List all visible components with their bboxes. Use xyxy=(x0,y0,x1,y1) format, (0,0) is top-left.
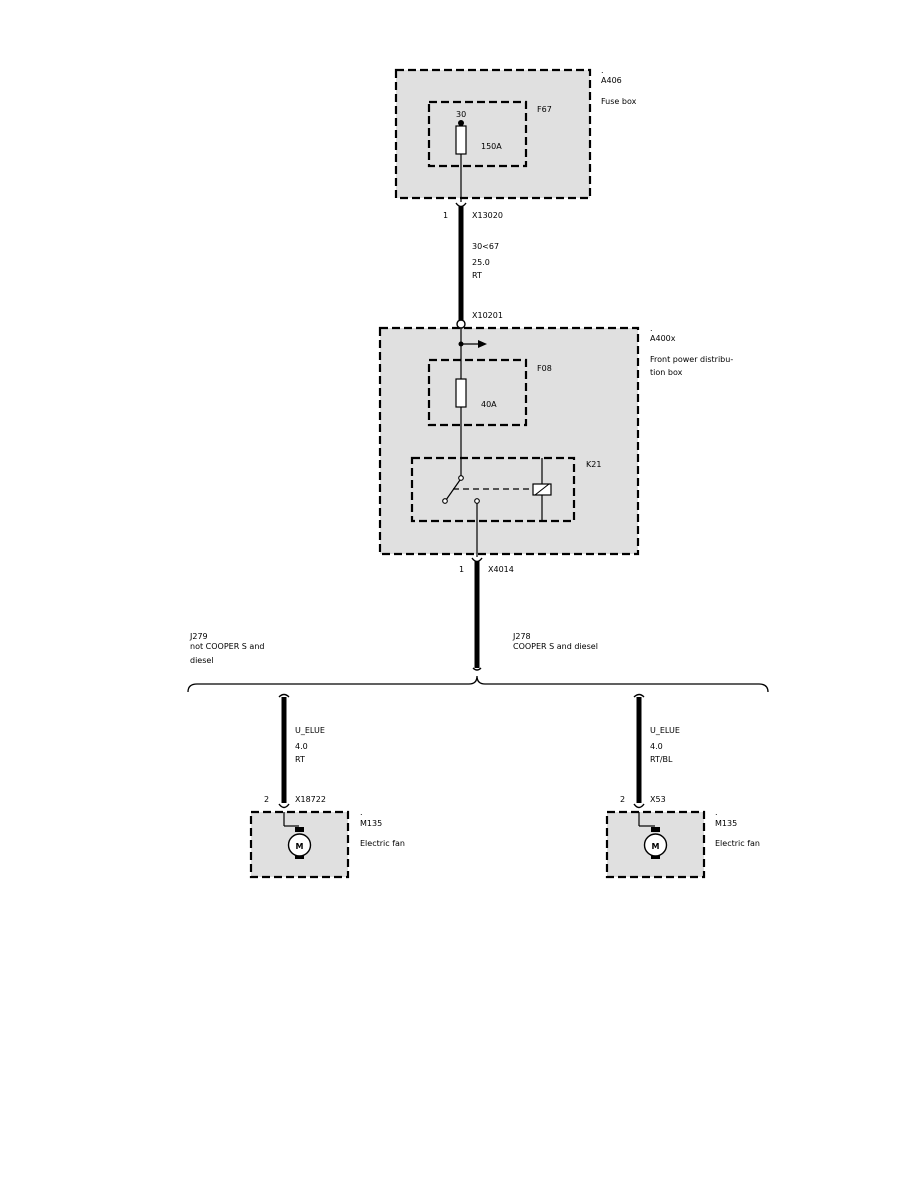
front-power-distribution-box xyxy=(378,326,640,557)
front-box-name-line1: Front power distribu- xyxy=(650,355,733,364)
connector-x4014-icon xyxy=(471,557,483,563)
left-wire-color: RT xyxy=(295,755,305,764)
relay-id: K21 xyxy=(586,460,601,469)
branch-left-id: J279 xyxy=(189,632,208,641)
branch-left-line2: diesel xyxy=(190,656,214,665)
relay-contact-top xyxy=(458,475,464,481)
right-connector-id: X53 xyxy=(650,795,666,804)
fuse-f08-icon xyxy=(455,378,467,408)
right-fan-name: Electric fan xyxy=(715,839,760,848)
connector-x18722-icon xyxy=(278,803,290,809)
main-wire-signal: 30<67 xyxy=(472,242,499,251)
fuse-f67-terminal: 30 xyxy=(456,110,466,119)
wire-break-icon xyxy=(472,667,482,671)
fuse-f08-id: F08 xyxy=(537,364,552,373)
relay-contact-right xyxy=(474,498,480,504)
relay-switch-arm xyxy=(445,479,461,501)
connector-top-id: X13020 xyxy=(472,211,503,220)
fuse-f67-rating: 150A xyxy=(481,142,502,151)
branch-brace xyxy=(187,675,769,693)
relay-contact-left xyxy=(442,498,448,504)
fuse-box-name: Fuse box xyxy=(601,97,637,106)
fuse-box-a406 xyxy=(394,68,592,202)
branch-right-line1: COOPER S and diesel xyxy=(513,642,598,651)
front-box-name-line2: tion box xyxy=(650,368,683,377)
connector-top-pin: 1 xyxy=(443,211,448,220)
fuse-f67-icon xyxy=(455,125,467,155)
left-fan-id: M135 xyxy=(360,819,382,828)
connector-mid-id: X10201 xyxy=(472,311,503,320)
left-connector-id: X18722 xyxy=(295,795,326,804)
right-motor-symbol: M xyxy=(652,842,660,851)
left-fan-name: Electric fan xyxy=(360,839,405,848)
connector-x13020-icon xyxy=(455,202,467,208)
front-box-dot: . xyxy=(650,324,653,333)
fuse-box-dot: . xyxy=(601,66,604,75)
right-fan-dot: . xyxy=(715,808,718,817)
left-fan-dot: . xyxy=(360,808,363,817)
left-wire-signal: U_ELUE xyxy=(295,726,325,735)
right-wire-color: RT/BL xyxy=(650,755,673,764)
fuse-box-id: A406 xyxy=(601,76,622,85)
right-wire-gauge: 4.0 xyxy=(650,742,663,751)
right-fan-box: M xyxy=(605,810,706,879)
main-wire-gauge: 25.0 xyxy=(472,258,490,267)
left-connector-pin: 2 xyxy=(264,795,269,804)
connector-out-id: X4014 xyxy=(488,565,514,574)
connector-x53-icon xyxy=(633,803,645,809)
right-wire-signal: U_ELUE xyxy=(650,726,680,735)
branch-left-line1: not COOPER S and xyxy=(190,642,264,651)
fuse-f08-rating: 40A xyxy=(481,400,497,409)
branch-right-id: J278 xyxy=(512,632,531,641)
left-motor-symbol: M xyxy=(296,842,304,851)
left-fan-box: M xyxy=(249,810,350,879)
left-motor-icon xyxy=(287,833,312,857)
right-motor-icon xyxy=(643,833,668,857)
left-wire-break-icon xyxy=(278,693,290,698)
front-box-id: A400x xyxy=(650,334,676,343)
right-connector-pin: 2 xyxy=(620,795,625,804)
left-wire-gauge: 4.0 xyxy=(295,742,308,751)
connector-x10201-icon xyxy=(456,319,466,329)
main-wire-color: RT xyxy=(472,271,482,280)
right-fan-id: M135 xyxy=(715,819,737,828)
connector-out-pin: 1 xyxy=(459,565,464,574)
arrow-right-icon xyxy=(478,340,487,348)
fuse-f67-id: F67 xyxy=(537,105,552,114)
right-wire-break-icon xyxy=(633,693,645,698)
